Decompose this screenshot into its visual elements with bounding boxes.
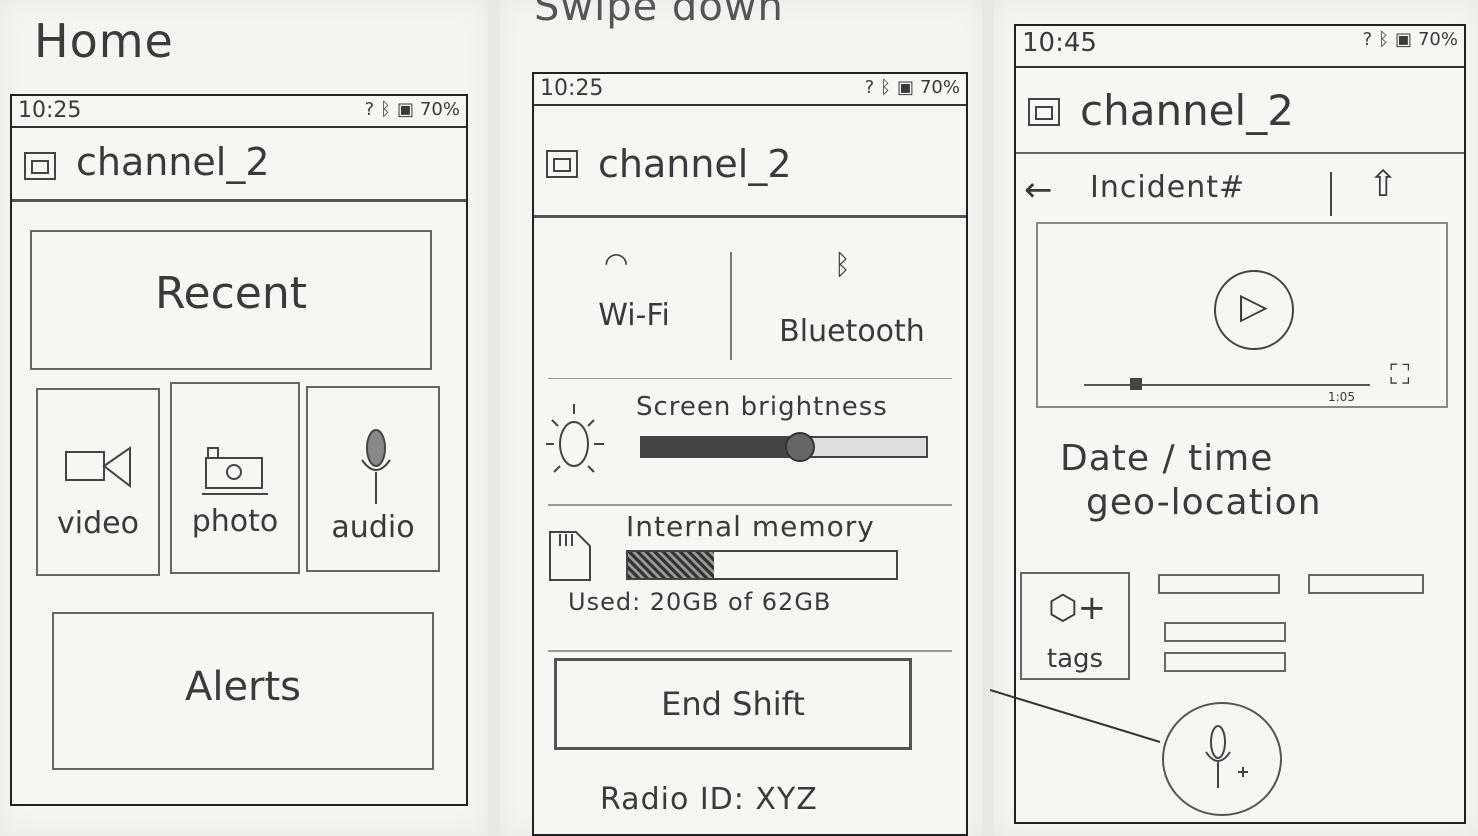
wifi-toggle[interactable]: ◠ Wi-Fi — [544, 232, 724, 352]
recent-panel[interactable]: Recent — [30, 230, 432, 370]
memory-used-text: Used: 20GB of 62GB — [568, 588, 832, 616]
wifi-icon: ? — [364, 99, 375, 120]
brightness-fill — [642, 438, 799, 456]
tag-placeholder — [1308, 574, 1424, 594]
channel-title: channel_2 — [76, 140, 270, 184]
section-divider — [548, 378, 952, 379]
sun-icon — [546, 404, 604, 473]
incident-title: Incident# — [1090, 170, 1246, 205]
swipe-title: Swipe down — [534, 0, 784, 30]
tag-placeholder — [1164, 652, 1286, 672]
toggle-divider — [730, 252, 732, 360]
folder-icon — [546, 150, 578, 178]
status-bar: 10:25 ? ᛒ ▣ 70% — [12, 96, 466, 128]
record-audio-button[interactable] — [1162, 702, 1282, 816]
back-arrow-icon[interactable]: ← — [1024, 170, 1053, 210]
bluetooth-icon: ᛒ — [1378, 29, 1389, 50]
bluetooth-icon: ᛒ — [880, 77, 891, 98]
fullscreen-icon[interactable]: ⛶ — [1390, 358, 1410, 391]
memory-label: Internal memory — [626, 510, 875, 543]
bluetooth-label: Bluetooth — [779, 314, 925, 349]
battery-percent: 70% — [1417, 29, 1458, 50]
tags-button[interactable]: ⬡+ tags — [1020, 572, 1130, 680]
radio-id: Radio ID: XYZ — [600, 782, 818, 817]
camera-icon — [202, 447, 268, 495]
video-label: video — [57, 506, 139, 541]
recent-label: Recent — [154, 268, 308, 319]
battery-percent: 70% — [919, 77, 960, 98]
video-duration: 1:05 — [1328, 390, 1355, 404]
battery-percent: 70% — [419, 99, 460, 120]
incident-phone-frame: 10:45 ? ᛒ ▣ 70% channel_2 ← Incident# ⇧ … — [1014, 24, 1466, 824]
home-title: Home — [34, 14, 174, 68]
bluetooth-icon: ᛒ — [834, 248, 851, 281]
video-tile[interactable]: video — [36, 388, 160, 576]
status-bar: 10:25 ? ᛒ ▣ 70% — [534, 74, 966, 106]
play-button[interactable]: ▷ — [1214, 270, 1294, 350]
status-bar: 10:45 ? ᛒ ▣ 70% — [1016, 26, 1464, 68]
video-player[interactable]: ▷ 1:05 ⛶ — [1036, 222, 1448, 408]
home-phone-frame: 10:25 ? ᛒ ▣ 70% channel_2 Recent video p… — [10, 94, 468, 806]
channel-header: channel_2 — [534, 106, 966, 218]
photo-tile[interactable]: photo — [170, 382, 300, 574]
tag-placeholder — [1158, 574, 1280, 594]
date-time: Date / time — [1060, 438, 1274, 479]
wifi-icon: ? — [864, 77, 875, 98]
annotation-line — [990, 689, 1161, 743]
brightness-slider[interactable] — [640, 432, 928, 462]
tag-placeholder — [1164, 622, 1286, 642]
audio-label: audio — [331, 510, 415, 545]
tag-add-icon: ⬡+ — [1048, 588, 1107, 628]
wifi-label: Wi-Fi — [598, 298, 670, 333]
section-divider — [548, 650, 952, 652]
status-time: 10:25 — [540, 76, 604, 101]
audio-tile[interactable]: audio — [306, 386, 440, 572]
memory-fill — [628, 552, 714, 578]
alerts-label: Alerts — [184, 664, 302, 710]
bluetooth-toggle[interactable]: ᛒ Bluetooth — [744, 232, 960, 362]
folder-icon — [1028, 98, 1060, 126]
alerts-panel[interactable]: Alerts — [52, 612, 434, 770]
status-time: 10:45 — [1022, 28, 1097, 58]
status-time: 10:25 — [18, 98, 82, 123]
brightness-label: Screen brightness — [636, 392, 888, 422]
channel-title: channel_2 — [598, 142, 792, 186]
geo-location: geo-location — [1086, 482, 1322, 523]
section-divider — [548, 504, 952, 506]
swipe-phone-frame: 10:25 ? ᛒ ▣ 70% channel_2 ◠ Wi-Fi ᛒ Blue… — [532, 72, 968, 836]
bluetooth-icon: ᛒ — [380, 99, 391, 120]
video-scrubber[interactable] — [1084, 378, 1370, 390]
sd-card-icon — [549, 531, 591, 581]
wifi-icon: ? — [1362, 29, 1373, 50]
end-shift-button[interactable]: End Shift — [554, 658, 912, 750]
video-scrubber-thumb[interactable] — [1130, 378, 1142, 390]
microphone-add-icon — [1205, 725, 1248, 788]
photo-label: photo — [191, 504, 279, 539]
video-icon — [65, 446, 131, 489]
battery-icon: ▣ — [396, 99, 414, 120]
battery-icon: ▣ — [896, 77, 914, 98]
folder-icon — [24, 152, 56, 180]
microphone-icon — [361, 429, 391, 504]
channel-title: channel_2 — [1080, 86, 1294, 135]
channel-header: channel_2 — [1016, 68, 1464, 154]
wifi-icon: ◠ — [604, 246, 629, 279]
battery-icon: ▣ — [1394, 29, 1412, 50]
channel-header: channel_2 — [12, 128, 466, 202]
play-icon: ▷ — [1240, 286, 1268, 327]
end-shift-label: End Shift — [661, 685, 805, 723]
upload-icon[interactable]: ⇧ — [1368, 164, 1399, 205]
brightness-slider-thumb[interactable] — [785, 432, 816, 462]
header-separator — [1330, 172, 1332, 216]
tags-label: tags — [1046, 644, 1104, 674]
memory-bar — [626, 550, 898, 580]
